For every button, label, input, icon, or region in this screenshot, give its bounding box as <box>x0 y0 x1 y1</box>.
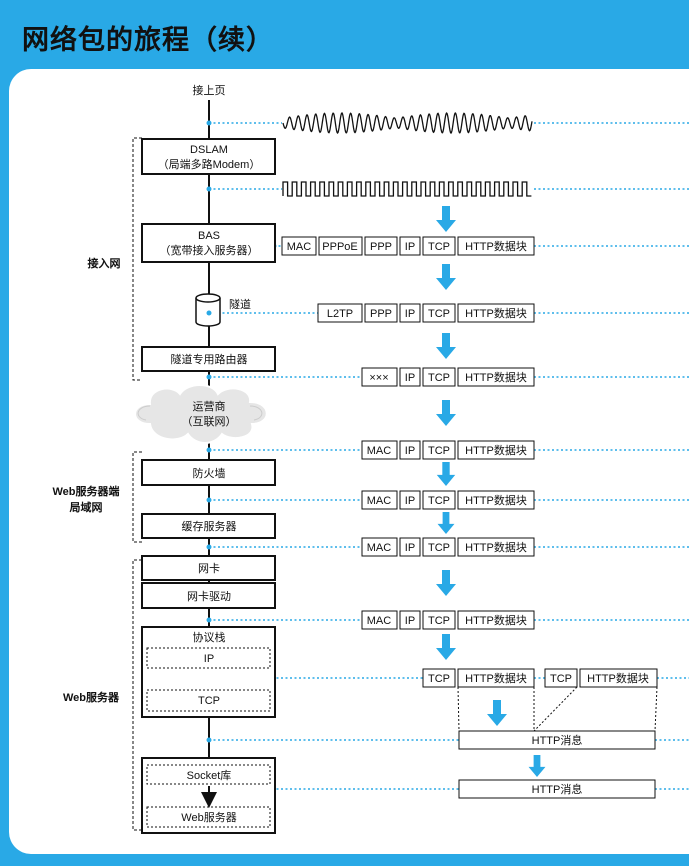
tunnel-dot <box>206 310 212 316</box>
down-arrow-icon <box>528 755 546 777</box>
dslam-sublabel: （局端多路Modem） <box>158 157 261 171</box>
field-ppp: PPP <box>370 241 392 253</box>
section-label-lan-2: 局域网 <box>69 500 103 514</box>
field-tcp: TCP <box>550 673 572 685</box>
field-http-block: HTTP数据块 <box>465 239 527 253</box>
top-label: 接上页 <box>193 84 226 97</box>
field-ip: IP <box>405 241 415 253</box>
nic-driver-label: 网卡驱动 <box>187 590 231 603</box>
socket-library-label: Socket库 <box>187 769 232 782</box>
field-mac: MAC <box>367 445 392 457</box>
down-arrow-icon <box>437 512 455 534</box>
section-brackets <box>132 137 142 831</box>
protocol-stack-label: 协议栈 <box>193 630 226 644</box>
tunnel-cylinder-icon <box>195 293 221 327</box>
field-ip: IP <box>405 445 415 457</box>
bas-label: BAS <box>198 230 220 242</box>
web-server-app-label: Web服务器 <box>181 811 236 824</box>
field-tcp: TCP <box>428 495 450 507</box>
digital-signal <box>282 181 532 197</box>
field-tcp: TCP <box>428 308 450 320</box>
field-tcp: TCP <box>428 542 450 554</box>
tunnel-label: 隧道 <box>229 297 251 311</box>
bas-sublabel: （宽带接入服务器） <box>160 243 259 257</box>
field-ip: IP <box>405 542 415 554</box>
field-tcp: TCP <box>428 615 450 627</box>
down-arrow-icon <box>487 700 507 726</box>
field-http-block: HTTP数据块 <box>465 370 527 384</box>
nic-label: 网卡 <box>198 562 220 575</box>
field-tcp: TCP <box>428 445 450 457</box>
section-label-access: 接入网 <box>88 256 121 270</box>
ip-layer-label: IP <box>204 653 214 665</box>
field-http-block: HTTP数据块 <box>465 493 527 507</box>
down-arrow-icon <box>436 333 456 359</box>
http-message-label: HTTP消息 <box>532 733 583 747</box>
diagram-panel <box>9 69 689 854</box>
field-l2tp: L2TP <box>327 308 353 320</box>
down-arrow-icon <box>436 264 456 290</box>
tunnel-router-label: 隧道专用路由器 <box>171 352 248 366</box>
down-arrow-icon <box>436 634 456 660</box>
section-label-server: Web服务器 <box>63 690 120 704</box>
down-arrow-icon <box>436 206 456 232</box>
down-arrow-icon <box>436 400 456 426</box>
field-mac: MAC <box>367 615 392 627</box>
field-tcp: TCP <box>428 241 450 253</box>
field-tcp: TCP <box>428 673 450 685</box>
field-mac: MAC <box>287 241 312 253</box>
dslam-label: DSLAM <box>190 144 228 156</box>
field-ip: IP <box>405 372 415 384</box>
field-http-block: HTTP数据块 <box>465 540 527 554</box>
http-message-label: HTTP消息 <box>532 782 583 796</box>
field-http-block: HTTP数据块 <box>465 443 527 457</box>
field-http-block: HTTP数据块 <box>465 671 527 685</box>
packet-fields <box>281 236 658 799</box>
tcp-layer-label: TCP <box>198 695 220 707</box>
field-ip: IP <box>405 495 415 507</box>
field-ppp: PPP <box>370 308 392 320</box>
field-xxx: ××× <box>369 372 388 384</box>
field-ip: IP <box>405 615 415 627</box>
firewall-label: 防火墙 <box>193 466 226 480</box>
field-http-block: HTTP数据块 <box>587 671 649 685</box>
field-http-block: HTTP数据块 <box>465 613 527 627</box>
isp-label: 运营商 <box>193 399 226 413</box>
analog-waveform <box>282 112 533 135</box>
reassembly-lines <box>457 686 658 732</box>
field-pppoe: PPPoE <box>322 241 357 253</box>
field-ip: IP <box>405 308 415 320</box>
field-mac: MAC <box>367 495 392 507</box>
down-arrow-icon <box>436 462 456 486</box>
section-label-lan-1: Web服务器端 <box>52 484 119 498</box>
isp-sublabel: （互联网） <box>182 415 237 428</box>
field-mac: MAC <box>367 542 392 554</box>
down-arrow-icon <box>436 570 456 596</box>
internet-cloud-icon <box>134 384 268 444</box>
field-http-block: HTTP数据块 <box>465 306 527 320</box>
page-title: 网络包的旅程（续） <box>22 25 274 55</box>
cache-server-label: 缓存服务器 <box>182 519 237 533</box>
field-tcp: TCP <box>428 372 450 384</box>
inner-layer-boxes <box>146 647 271 828</box>
